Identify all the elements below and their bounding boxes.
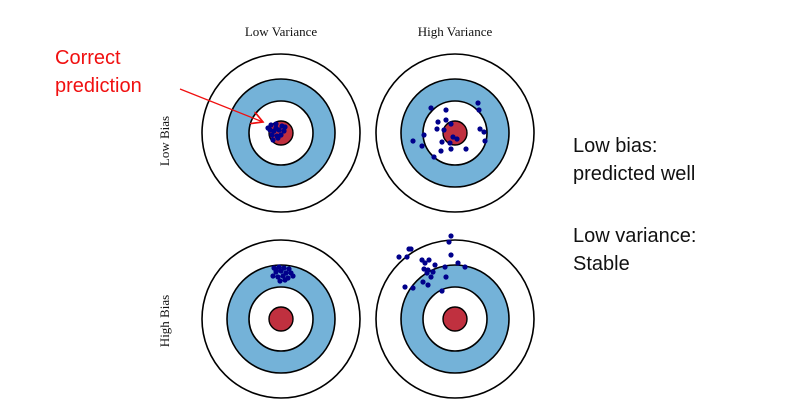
prediction-dot	[270, 137, 276, 143]
prediction-dot	[277, 278, 283, 284]
prediction-dot	[280, 273, 286, 279]
prediction-dot	[463, 146, 469, 152]
prediction-dot	[404, 254, 410, 260]
prediction-dot	[410, 138, 416, 144]
prediction-dot	[448, 121, 454, 127]
prediction-dot	[441, 127, 447, 133]
target-low-bias-low-variance	[201, 53, 361, 213]
prediction-dot	[275, 135, 281, 141]
prediction-dot	[273, 121, 279, 127]
prediction-dot	[420, 279, 426, 285]
row-label-low-bias: Low Bias	[157, 115, 172, 167]
prediction-dot	[286, 266, 292, 272]
prediction-dot	[410, 285, 416, 291]
prediction-dot	[446, 239, 452, 245]
prediction-dot	[443, 117, 449, 123]
prediction-dot	[421, 132, 427, 138]
variance-note: Low variance: Stable	[573, 222, 696, 278]
bias-note-line-2: predicted well	[573, 163, 696, 185]
prediction-dot	[435, 119, 441, 125]
prediction-dot	[422, 260, 428, 266]
prediction-dot	[447, 140, 453, 146]
prediction-dot	[282, 277, 288, 283]
prediction-dot	[396, 254, 402, 260]
prediction-dot	[425, 282, 431, 288]
prediction-dot	[273, 125, 279, 131]
bias-note: Low bias: predicted well	[573, 132, 695, 188]
prediction-dot	[278, 268, 284, 274]
column-label-low-variance: Low Variance	[244, 24, 318, 39]
prediction-dot	[419, 143, 425, 149]
prediction-dot	[462, 264, 468, 270]
prediction-dot	[476, 107, 482, 113]
prediction-dot	[443, 107, 449, 113]
prediction-dot	[408, 246, 414, 252]
prediction-dot	[428, 105, 434, 111]
prediction-dot	[402, 284, 408, 290]
prediction-dot	[273, 267, 279, 273]
prediction-dot	[282, 124, 288, 130]
bias-note-line-1: Low bias:	[573, 135, 658, 157]
target-high-bias-low-variance	[201, 239, 361, 399]
annotation-line-1: Correct	[55, 47, 121, 69]
annotation-line-2: prediction	[55, 75, 142, 97]
prediction-dot	[432, 262, 438, 268]
correct-prediction-annotation: Correct prediction	[55, 44, 142, 100]
prediction-dot	[434, 126, 440, 132]
prediction-dot	[477, 126, 483, 132]
prediction-dot	[454, 136, 460, 142]
prediction-dot	[439, 139, 445, 145]
prediction-dot	[438, 148, 444, 154]
prediction-dot	[439, 288, 445, 294]
prediction-dot	[430, 269, 436, 275]
bullseye	[268, 306, 294, 332]
row-label-high-bias: High Bias	[157, 294, 172, 348]
prediction-dot	[270, 273, 276, 279]
prediction-dot	[442, 264, 448, 270]
prediction-dot	[281, 128, 287, 134]
prediction-dot	[455, 260, 461, 266]
prediction-dot	[265, 125, 271, 131]
prediction-dot	[448, 233, 454, 239]
prediction-dot	[424, 270, 430, 276]
prediction-dot	[290, 273, 296, 279]
prediction-dot	[450, 134, 456, 140]
prediction-dot	[428, 274, 434, 280]
prediction-dot	[426, 257, 432, 263]
bullseye	[442, 120, 468, 146]
prediction-dot	[481, 129, 487, 135]
prediction-dot	[275, 274, 281, 280]
prediction-dot	[475, 100, 481, 106]
prediction-dot	[448, 146, 454, 152]
column-label-high-variance: High Variance	[417, 24, 493, 39]
prediction-dot	[431, 154, 437, 160]
prediction-dot	[443, 274, 449, 280]
bullseye	[442, 306, 468, 332]
target-high-bias-high-variance	[375, 233, 535, 399]
prediction-dot	[482, 138, 488, 144]
annotation-arrow	[179, 88, 263, 122]
prediction-dot	[448, 252, 454, 258]
prediction-dot	[421, 266, 427, 272]
prediction-dot	[269, 132, 275, 138]
target-low-bias-high-variance	[375, 53, 535, 213]
variance-note-line-2: Stable	[573, 253, 630, 275]
variance-note-line-1: Low variance:	[573, 225, 697, 247]
